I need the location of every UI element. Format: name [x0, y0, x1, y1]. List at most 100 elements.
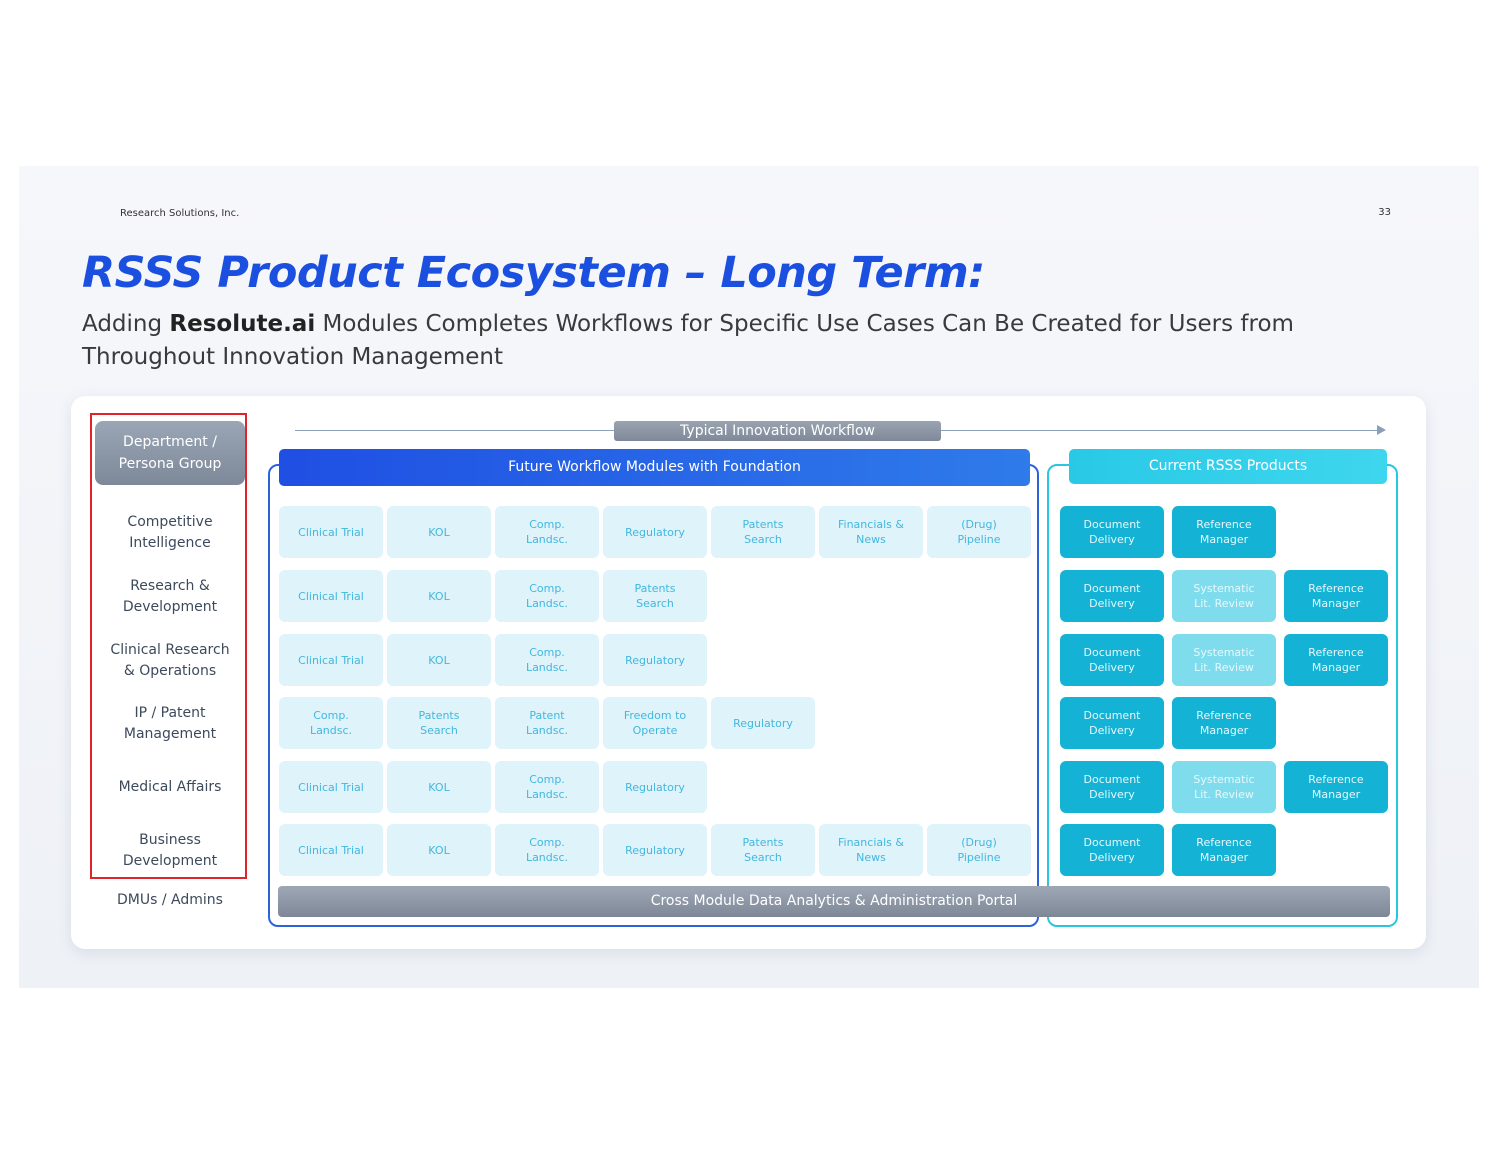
label-line: Patents	[634, 582, 676, 595]
workflow-module: Clinical Trial	[279, 506, 383, 558]
department-header: Department / Persona Group	[95, 421, 245, 485]
module-label: KOL	[428, 843, 449, 858]
label-line: Operate	[632, 724, 678, 737]
module-label: Comp.Landsc.	[526, 772, 568, 802]
label-line: Landsc.	[525, 533, 569, 546]
label-line: Systematic	[1193, 646, 1255, 659]
workflow-module: Clinical Trial	[279, 634, 383, 686]
label-line: News	[856, 533, 886, 546]
label-line: Manager	[1199, 851, 1249, 864]
label-line: Search	[636, 597, 674, 610]
workflow-module: KOL	[387, 634, 491, 686]
module-label: Comp.Landsc.	[526, 835, 568, 865]
label-line: News	[856, 851, 886, 864]
label-line: Competitive	[127, 514, 213, 530]
workflow-module: Comp.Landsc.	[495, 506, 599, 558]
workflow-module: Financials &News	[819, 506, 923, 558]
label-line: Landsc.	[525, 724, 569, 737]
label-line: Patent	[529, 709, 565, 722]
label-line: Delivery	[1089, 851, 1135, 864]
label-line: Reference	[1196, 518, 1252, 531]
label-line: Patents	[742, 518, 784, 531]
workflow-label: Typical Innovation Workflow	[614, 421, 941, 441]
label-line: Clinical Trial	[298, 780, 364, 794]
module-label: Regulatory	[625, 653, 685, 668]
module-label: Clinical Trial	[298, 843, 364, 858]
label-line: Patents	[742, 836, 784, 849]
label-line: Landsc.	[525, 788, 569, 801]
company-name: Research Solutions, Inc.	[120, 208, 240, 219]
label-line: Delivery	[1089, 788, 1135, 801]
label-line: KOL	[428, 780, 450, 794]
label-line: Landsc.	[525, 661, 569, 674]
cross-module-bar: Cross Module Data Analytics & Administra…	[278, 886, 1390, 917]
page-number: 33	[1378, 207, 1391, 218]
label-line: Comp.	[529, 646, 565, 659]
label-line: Regulatory	[625, 653, 685, 667]
module-label: Clinical Trial	[298, 589, 364, 604]
module-label: (Drug)Pipeline	[957, 517, 1000, 547]
workflow-module: (Drug)Pipeline	[927, 824, 1031, 876]
label-line: Manager	[1199, 724, 1249, 737]
label-line: Delivery	[1089, 661, 1135, 674]
label-line: Lit. Review	[1194, 788, 1254, 801]
label-line: (Drug)	[961, 836, 997, 849]
module-label: Regulatory	[625, 525, 685, 540]
label-line: Landsc.	[525, 597, 569, 610]
label-line: Search	[744, 851, 782, 864]
label-line: Clinical Trial	[298, 653, 364, 667]
current-products-header: Current RSSS Products	[1069, 449, 1387, 484]
label-line: Comp.	[313, 709, 349, 722]
label-line: Document	[1083, 582, 1141, 595]
label-line: Business	[139, 832, 201, 848]
label-line: Landsc.	[309, 724, 353, 737]
label-line: Document	[1083, 709, 1141, 722]
workflow-module: KOL	[387, 570, 491, 622]
label-line: Manager	[1199, 533, 1249, 546]
ecosystem-panel: Department / Persona Group Typical Innov…	[71, 396, 1426, 949]
label-line: Manager	[1311, 661, 1361, 674]
workflow-module: Clinical Trial	[279, 824, 383, 876]
department-highlight-box	[90, 413, 247, 879]
label-line: KOL	[428, 653, 450, 667]
module-label: Comp.Landsc.	[526, 581, 568, 611]
label-line: Reference	[1308, 646, 1364, 659]
slide-subtitle: Adding Resolute.ai Modules Completes Wor…	[82, 308, 1402, 374]
module-label: Clinical Trial	[298, 653, 364, 668]
workflow-module: Clinical Trial	[279, 570, 383, 622]
label-line: Freedom to	[623, 709, 687, 722]
label-line: Regulatory	[625, 843, 685, 857]
label-line: Financials &	[838, 836, 904, 849]
subtitle-bold: Resolute.ai	[169, 311, 316, 337]
module-label: Clinical Trial	[298, 780, 364, 795]
label-line: Systematic	[1193, 582, 1255, 595]
label-line: Landsc.	[525, 851, 569, 864]
module-label: Regulatory	[625, 780, 685, 795]
workflow-module: Regulatory	[603, 506, 707, 558]
department-header-line-1: Department /	[123, 434, 217, 450]
subtitle-pre: Adding	[82, 311, 170, 337]
module-label: Regulatory	[625, 843, 685, 858]
module-label: Comp. Landsc.	[526, 645, 568, 675]
workflow-module: Clinical Trial	[279, 761, 383, 813]
module-label: Comp. Landsc.	[310, 708, 352, 738]
workflow-module: KOL	[387, 824, 491, 876]
module-label: Financials & News	[838, 835, 904, 865]
